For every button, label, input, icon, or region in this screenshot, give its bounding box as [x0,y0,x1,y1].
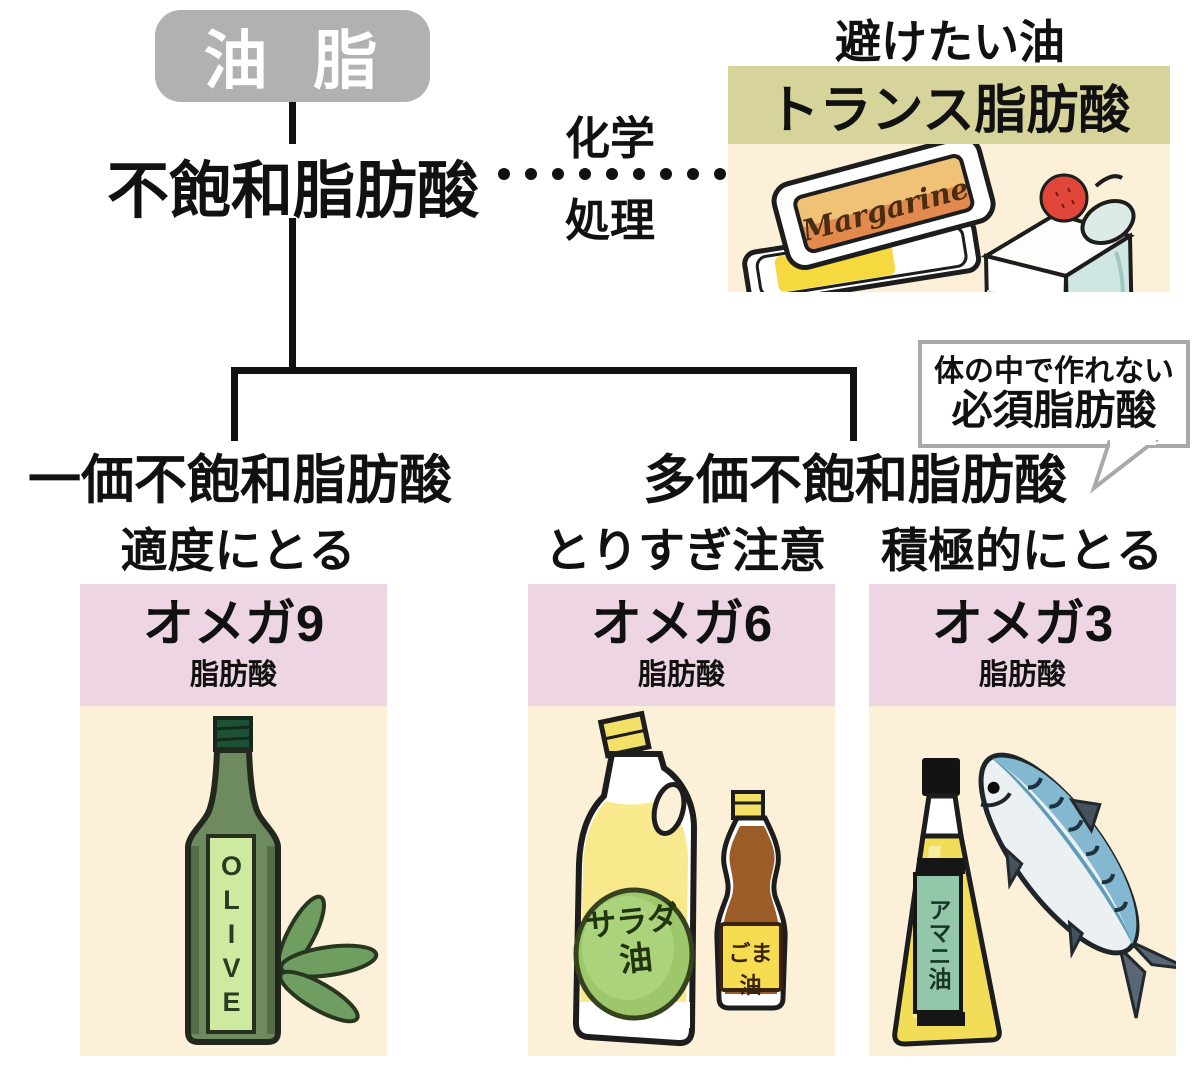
root-node-fats: 油 脂 [155,10,430,102]
margarine-and-cake-illustration: Margarine [742,135,1136,372]
advice-omega6: とりすぎ注意 [544,524,826,577]
dot [660,168,672,180]
amani-oil-icon [892,758,1002,1047]
trans-fat-card: トランス脂肪酸 Margarine [728,66,1170,372]
sesame-oil-label: ごま油 [728,941,773,998]
connector-trunk [289,218,296,374]
omega3-card: オメガ3 脂肪酸 [869,584,1176,1056]
dot [714,168,726,180]
trans-fat-title: トランス脂肪酸 [728,66,1170,144]
bubble-line1: 体の中で作れない [934,354,1174,388]
olive-leaves-icon [276,894,379,1024]
advice-omega9: 適度にとる [120,524,356,577]
omega6-subtitle: 脂肪酸 [637,658,725,691]
salad-oil-label: サラダ 油 [574,898,693,983]
omega3-illustration: アマニ油 [869,706,1176,1056]
salad-and-sesame-oil-icon [572,710,788,1047]
sesame-oil-icon [714,790,788,1011]
omega9-card: オメガ9 脂肪酸 OLIVE [80,584,387,1056]
dot [579,168,591,180]
olive-bottle-label: OLIVE [216,851,247,1021]
omega9-title: オメガ9 [142,595,325,653]
connector-horizontal [231,367,857,374]
chemical-process-bottom-label: 処理 [564,195,655,246]
omega6-header: オメガ6 脂肪酸 [528,584,835,706]
connector-root-to-unsaturated [289,102,296,144]
omega9-header: オメガ9 脂肪酸 [80,584,387,706]
olive-oil-icon [185,716,379,1045]
dotted-connector [498,168,726,180]
omega3-header: オメガ3 脂肪酸 [869,584,1176,706]
polyunsaturated-label: 多価不飽和脂肪酸 [643,451,1067,510]
essential-fatty-acid-bubble: 体の中で作れない 必須脂肪酸 [918,340,1190,448]
dot [498,168,510,180]
unsaturated-fatty-acid-label: 不飽和脂肪酸 [106,157,479,226]
bubble-line2: 必須脂肪酸 [951,386,1157,433]
dot [687,168,699,180]
dot [552,168,564,180]
omega3-subtitle: 脂肪酸 [978,658,1066,691]
dot [633,168,645,180]
omega6-illustration: サラダ 油 ごま油 [528,706,835,1056]
amani-oil-and-fish-icon [892,752,1176,1047]
advice-omega3: 積極的にとる [881,524,1163,577]
amani-oil-label: アマニ油 [925,898,951,990]
dot [606,168,618,180]
trans-fat-illustration: Margarine [728,135,1170,372]
omega6-card: オメガ6 脂肪酸 [528,584,835,1056]
salad-oil-icon [572,710,698,1047]
avoid-oil-caption: 避けたい油 [835,16,1065,68]
monounsaturated-label: 一価不飽和脂肪酸 [28,451,452,510]
cake-icon [980,173,1136,372]
connector-drop-poly [850,367,857,441]
root-node-label: 油 脂 [203,25,392,97]
fish-icon [978,752,1176,1019]
omega9-subtitle: 脂肪酸 [189,658,277,691]
connector-drop-mono [231,367,238,441]
chemical-process-top-label: 化学 [564,113,655,164]
omega6-title: オメガ6 [590,595,773,653]
bubble-tail [1090,440,1160,494]
dot [525,168,537,180]
omega3-title: オメガ3 [931,595,1114,653]
omega9-illustration: OLIVE [80,706,387,1056]
